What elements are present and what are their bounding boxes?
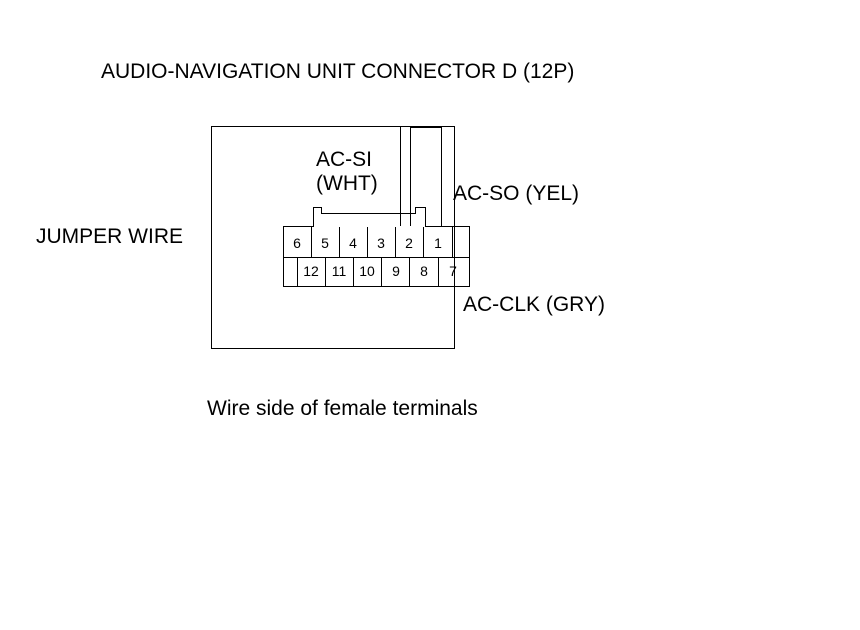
ac-clk-label: AC-CLK (GRY)	[463, 293, 605, 316]
pin-11-label: 11	[332, 263, 347, 279]
pin-2-label: 2	[405, 235, 413, 251]
pin-4-label: 4	[349, 235, 357, 251]
diagram-title: AUDIO-NAVIGATION UNIT CONNECTOR D (12P)	[101, 60, 575, 83]
pin-8-label: 8	[420, 263, 428, 279]
pin-6-label: 6	[293, 235, 301, 251]
connector-housing	[283, 207, 470, 287]
pin-7-label: 7	[449, 263, 457, 279]
jumper-wire-loop	[211, 126, 455, 349]
ac-so-lead	[410, 127, 442, 226]
pin-1-label: 1	[434, 235, 442, 251]
ac-so-label: AC-SO (YEL)	[453, 182, 580, 205]
ac-si-label: AC-SI	[316, 148, 373, 171]
pin-3-label: 3	[377, 235, 385, 251]
ac-si-color-label: (WHT)	[316, 172, 378, 195]
pin-9-label: 9	[392, 263, 400, 279]
pin-5-label: 5	[321, 235, 329, 251]
pin-10-label: 10	[359, 263, 375, 279]
jumper-wire-label: JUMPER WIRE	[36, 225, 183, 248]
pin-12-label: 12	[303, 263, 319, 279]
caption-wire-side: Wire side of female terminals	[207, 397, 478, 420]
